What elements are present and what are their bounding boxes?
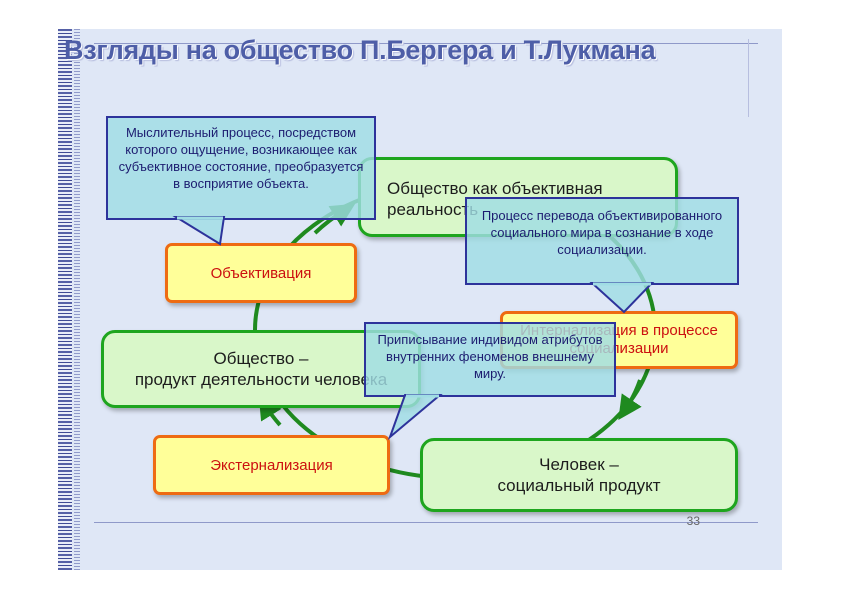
callout-objectivation-text: Мыслительный процесс, посредством которо… [118,125,364,191]
top-rule [94,43,758,44]
callout-objectivation: Мыслительный процесс, посредством которо… [106,116,376,220]
decorative-stripe [58,29,72,570]
node-human-product: Человек – социальный продукт [420,438,738,512]
node-externalization-label: Экстернализация [210,456,333,474]
callout-externalization: Приписывание индивидом атрибутов внутрен… [364,322,616,397]
slide-title: Взгляды на общество П.Бергера и Т.Лукман… [64,35,656,65]
callout-internalization: Процесс перевода объективированного соци… [465,197,739,285]
arrow-to-human [618,379,642,420]
callout-externalization-text: Приписывание индивидом атрибутов внутрен… [377,332,603,381]
title-vertical-rule [748,39,749,117]
page-number: 33 [686,514,700,528]
node-objectivation-label: Объективация [210,264,312,282]
decorative-stripe-thin [74,29,80,570]
node-objective-reality-label: Общество как объективная реальность [387,179,603,219]
callout-internalization-text: Процесс перевода объективированного соци… [481,208,723,257]
node-human-product-label: Человек – социальный продукт [497,455,661,495]
node-society-product-label: Общество – продукт деятельности человека [134,349,388,389]
bottom-rule [94,522,758,523]
node-externalization: Экстернализация [153,435,390,495]
callout-externalization-pointer [387,394,443,441]
node-objectivation: Объективация [165,243,357,303]
